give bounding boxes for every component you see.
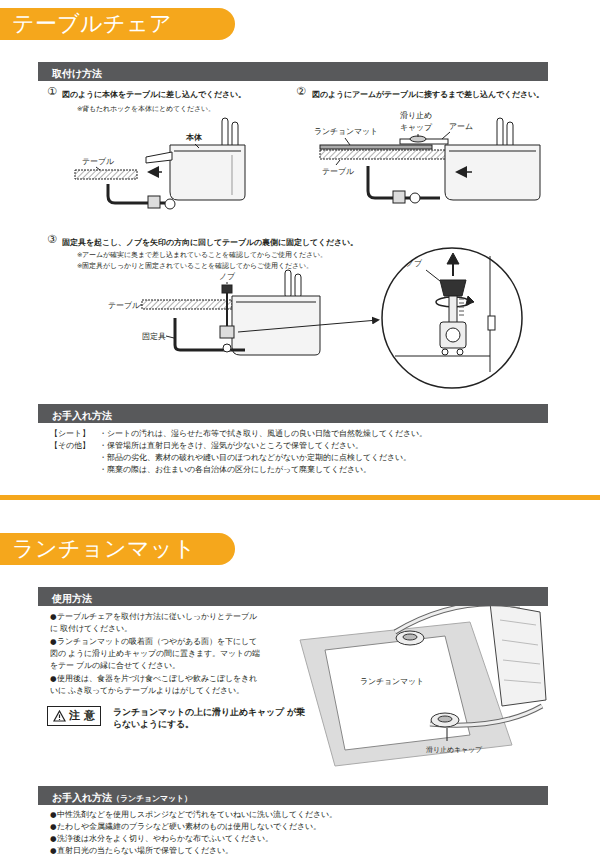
- body-text: ●たわしや金属繊維のブラシなど硬い素材のものは使用しないでください。: [50, 821, 321, 833]
- body-text: ●テーブルチェアを取付け方法に従いしっかりとテーブルに 取付けてください。: [50, 611, 257, 635]
- warning-icon: [53, 710, 66, 722]
- body-text: ●直射日光の当たらない場所で保管してください。: [50, 845, 233, 857]
- heading-text: （ランチョンマット）: [112, 794, 192, 803]
- heading-text: お手入れ方法: [52, 410, 112, 421]
- caution-text: ランチョンマットの上に滑り止めキャップ が乗らないようにする。: [113, 706, 305, 730]
- category-tag: 【シート】: [50, 428, 90, 440]
- part-label: ノブ: [406, 258, 422, 270]
- section-divider: [0, 495, 600, 500]
- heading-text: お手入れ方法: [52, 792, 112, 803]
- part-label: ノブ: [219, 271, 235, 283]
- body-text: ※アームが確実に奥まで差し込まれていることを確認してからご使用ください。: [77, 249, 327, 261]
- step-number: ②: [296, 85, 306, 99]
- body-text: ●洗浄後は水分をよく切り、やわらかな布でふいてください。: [50, 833, 273, 845]
- body-text: 固定具を起こし、ノブを矢印の方向に回してテーブルの裏側に固定してください。: [62, 237, 358, 249]
- section-title: ランチョンマット: [12, 536, 196, 561]
- body-text: ●ランチョンマットの吸着面（つやがある面）を下にして図の ように滑り止めキャップ…: [50, 636, 263, 672]
- heading-text: 取付け方法: [52, 68, 102, 79]
- body-text: 図のように本体をテーブルに差し込んでください。: [62, 89, 246, 101]
- step-number: ③: [47, 233, 57, 247]
- section-title: テーブルチェア: [12, 11, 172, 36]
- caution-word: 注 意: [69, 709, 95, 723]
- heading-text: 使用方法: [52, 593, 92, 604]
- body-text: ●中性洗剤などを使用しスポンジなどで汚れをていねいに洗い流してください。: [50, 809, 337, 821]
- caution-label: 注 意: [47, 706, 101, 726]
- body-text: ・部品の劣化、素材の破れや縫い目のほつれなどがないか定期的に点検してください。: [99, 452, 411, 464]
- heading-bar: 取付け方法: [38, 62, 548, 81]
- section-tab: ランチョンマット: [0, 533, 235, 565]
- body-text: ※背もたれホックを本体にとめてください。: [77, 103, 215, 115]
- body-text: 滑り止め キャップ: [400, 110, 434, 134]
- body-text: ・保管場所は直射日光をさけ、湿気が少ないところで保管してください。: [99, 440, 363, 452]
- part-label: ランチョンマット: [314, 126, 378, 138]
- caution-box: 注 意 ランチョンマットの上に滑り止めキャップ が乗らないようにする。: [47, 706, 309, 732]
- part-label: テーブル: [108, 300, 140, 312]
- step-number: ①: [47, 85, 57, 99]
- body-text: ●使用後は、食器を片づけ食べこぼしや飲みこぼしをきれいに ふき取ってからテーブル…: [50, 673, 263, 697]
- body-text: ※固定具がしっかりと固定されていることを確認してからご使用ください。: [77, 260, 313, 272]
- heading-bar: お手入れ方法: [38, 404, 548, 423]
- body-text: ・シートの汚れは、湿らせた布等で拭き取り、風通しの良い日陰で自然乾燥してください…: [99, 428, 427, 440]
- chair-step1: [75, 118, 245, 209]
- part-label: 本体: [186, 132, 202, 144]
- part-label: ランチョンマット: [360, 676, 424, 688]
- part-label: テーブル: [322, 166, 354, 178]
- part-label: 固定具: [142, 331, 166, 343]
- part-label: アーム: [449, 121, 473, 133]
- part-label: テーブル: [82, 156, 114, 168]
- mat-illustration: [300, 603, 546, 766]
- category-tag: 【その他】: [50, 440, 90, 452]
- body-text: ・廃棄の際は、お住まいの各自治体の区分にしたがって廃棄してください。: [99, 464, 371, 476]
- part-label: 滑り止めキャップ: [426, 744, 482, 756]
- body-text: 図のようにアームがテーブルに接するまで差し込んでください。: [312, 89, 544, 101]
- section-tab: テーブルチェア: [0, 8, 235, 40]
- heading-bar: 使用方法: [38, 587, 548, 606]
- heading-bar: お手入れ方法（ランチョンマット）: [38, 786, 548, 805]
